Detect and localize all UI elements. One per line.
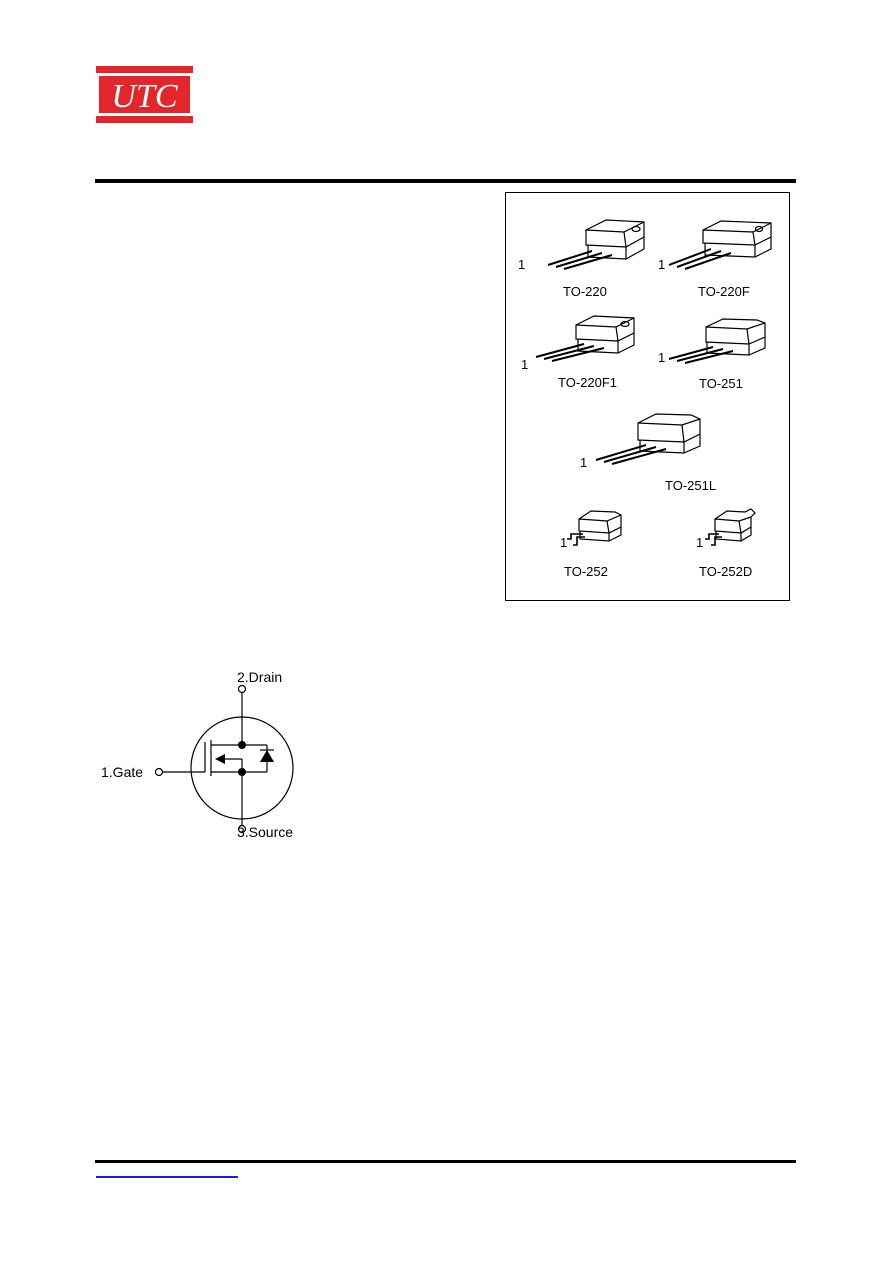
package-label-to252: TO-252 <box>564 564 608 579</box>
source-label: 3.Source <box>237 824 294 840</box>
mosfet-symbol: 2.Drain 1.Gate 3.Source <box>95 662 310 842</box>
pin1-label: 1 <box>521 357 529 372</box>
pin1-label: 1 <box>580 455 588 470</box>
pin1-label: 1 <box>696 535 704 550</box>
body-arrow <box>215 754 225 764</box>
gate-label: 1.Gate <box>101 764 144 780</box>
package-label-to220: TO-220 <box>563 284 607 299</box>
pin1-label: 1 <box>560 535 568 550</box>
to220-drawing <box>547 219 645 270</box>
diode-triangle <box>260 750 274 762</box>
to252-drawing <box>567 510 622 546</box>
utc-logo: UTC <box>96 66 193 123</box>
package-label-to251: TO-251 <box>699 376 743 391</box>
source-terminal <box>237 824 247 834</box>
footer-rule <box>95 1160 796 1163</box>
pin1-label: 1 <box>518 257 526 272</box>
drain-terminal <box>237 684 247 694</box>
package-label-to220f: TO-220F <box>698 284 750 299</box>
pin1-label: 1 <box>658 257 666 272</box>
package-label-to251l: TO-251L <box>665 478 717 493</box>
pin1-label: 1 <box>658 350 666 365</box>
to220f-drawing <box>668 220 772 270</box>
footer-link-underline[interactable] <box>96 1176 238 1178</box>
package-label-to252d: TO-252D <box>699 564 753 579</box>
header-rule <box>95 179 796 183</box>
drain-label: 2.Drain <box>237 669 283 685</box>
gate-terminal <box>154 767 164 777</box>
to220f1-drawing <box>535 315 635 362</box>
to252d-drawing <box>705 508 756 546</box>
package-label-to220f1: TO-220F1 <box>558 375 618 390</box>
logo-text: UTC <box>111 78 177 115</box>
to251-drawing <box>668 318 766 364</box>
to251l-drawing <box>595 413 701 465</box>
package-box: 1 TO-220 1 TO-220F 1 TO-220F1 <box>505 192 790 601</box>
